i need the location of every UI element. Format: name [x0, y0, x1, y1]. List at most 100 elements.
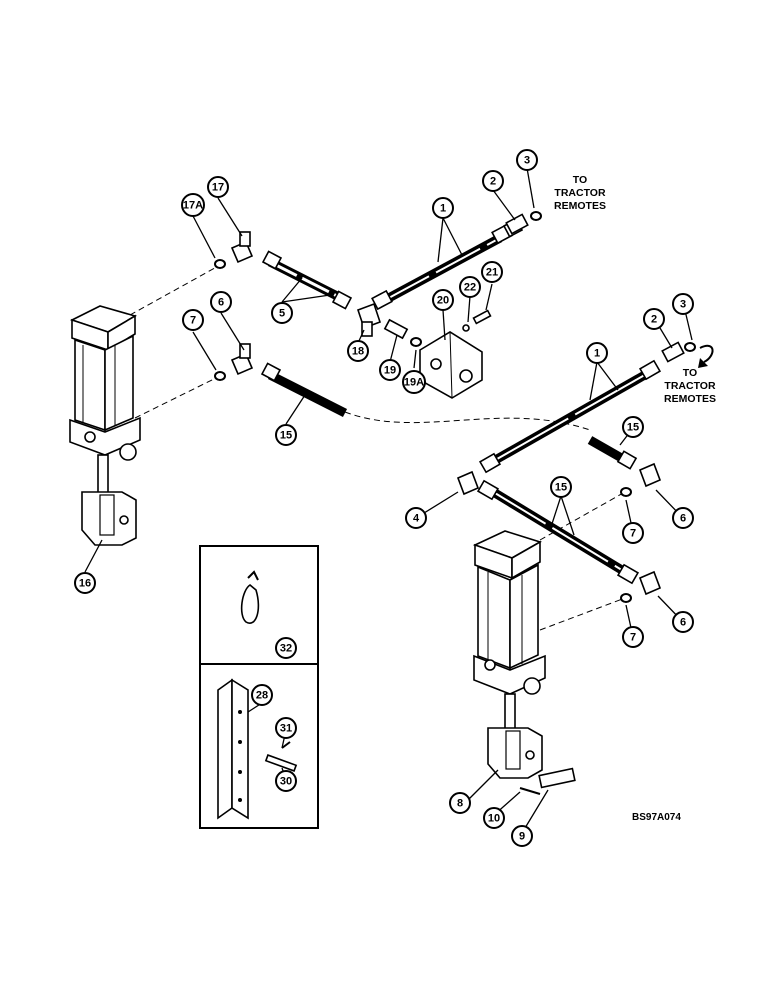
hoses-lower: [476, 359, 662, 585]
callout-circle: [275, 717, 297, 739]
callout-number: 1: [440, 203, 446, 215]
callout-4: 4: [405, 507, 427, 529]
callout-20: 20: [432, 289, 454, 311]
callout-number: 3: [524, 155, 530, 167]
callout-3: 3: [672, 293, 694, 315]
callout-circle: [405, 507, 427, 529]
callout-circle: [550, 476, 572, 498]
callout-17: 17: [207, 176, 229, 198]
callout-number: 16: [79, 578, 91, 590]
callout-31: 31: [275, 717, 297, 739]
callout-circle: [516, 149, 538, 171]
callout-number: 4: [413, 513, 420, 525]
callout-circle: [379, 359, 401, 381]
callout-15: 15: [275, 424, 297, 446]
callout-circle: [459, 276, 481, 298]
callout-number: 18: [352, 346, 364, 358]
callout-number: 7: [190, 315, 196, 327]
callout-number: 2: [490, 176, 496, 188]
callout-18: 18: [347, 340, 369, 362]
callout-number: 28: [256, 690, 268, 702]
callout-28: 28: [251, 684, 273, 706]
note-line-3: REMOTES: [664, 393, 716, 405]
callout-7: 7: [622, 626, 644, 648]
callout-19a: 19A: [402, 370, 426, 394]
callout-circle: [182, 309, 204, 331]
left-hydraulic-cylinder: [69, 305, 141, 546]
callout-17a: 17A: [181, 193, 205, 217]
callout-number: 5: [279, 308, 285, 320]
callout-circle: [181, 193, 205, 217]
callout-circle: [622, 626, 644, 648]
right-hydraulic-cylinder: [472, 530, 546, 779]
callout-number: 6: [680, 617, 686, 629]
callout-circle: [586, 342, 608, 364]
callout-number: 10: [488, 813, 500, 825]
callout-number: 7: [630, 528, 636, 540]
callout-number: 6: [218, 297, 224, 309]
callout-number: 21: [486, 267, 498, 279]
callout-circle: [275, 424, 297, 446]
callout-number: 17: [212, 182, 224, 194]
callout-8: 8: [449, 792, 471, 814]
callout-circle: [622, 522, 644, 544]
callout-22: 22: [459, 276, 481, 298]
callout-circle: [275, 770, 297, 792]
callout-number: 3: [680, 299, 686, 311]
callout-7: 7: [182, 309, 204, 331]
callout-6: 6: [672, 507, 694, 529]
callout-number: 32: [280, 643, 292, 655]
callout-number: 17A: [183, 200, 203, 212]
callout-circle: [432, 289, 454, 311]
callout-circle: [481, 261, 503, 283]
callout-1: 1: [432, 197, 454, 219]
callout-circle: [672, 611, 694, 633]
callout-10: 10: [483, 807, 505, 829]
note-line-2: TRACTOR: [554, 187, 606, 199]
note-line-1: TO: [683, 367, 697, 379]
callout-2: 2: [482, 170, 504, 192]
callout-number: 9: [519, 831, 525, 843]
callout-7: 7: [622, 522, 644, 544]
callout-circle: [210, 291, 232, 313]
callout-circle: [347, 340, 369, 362]
callout-5: 5: [271, 302, 293, 324]
callout-number: 19A: [404, 377, 424, 389]
callout-number: 7: [630, 632, 636, 644]
fittings: [214, 211, 714, 795]
callout-number: 31: [280, 723, 292, 735]
callout-2: 2: [643, 308, 665, 330]
callout-circle: [207, 176, 229, 198]
callout-circle: [643, 308, 665, 330]
callout-circle: [622, 416, 644, 438]
leader-lines: [84, 167, 693, 834]
callout-6: 6: [210, 291, 232, 313]
callout-circle: [251, 684, 273, 706]
callout-9: 9: [511, 825, 533, 847]
callout-15: 15: [622, 416, 644, 438]
callout-circle: [482, 170, 504, 192]
callout-6: 6: [672, 611, 694, 633]
note-tractor-remotes-right: TO TRACTOR REMOTES: [664, 367, 716, 405]
callout-number: 2: [651, 314, 657, 326]
callout-30: 30: [275, 770, 297, 792]
drawing-code: BS97A074: [632, 812, 681, 823]
callout-number: 22: [464, 282, 476, 294]
callout-circle: [74, 572, 96, 594]
callout-circle: [511, 825, 533, 847]
note-line-1: TO: [573, 174, 587, 186]
callout-circle: [432, 197, 454, 219]
callout-15: 15: [550, 476, 572, 498]
callout-number: 6: [680, 513, 686, 525]
callout-19: 19: [379, 359, 401, 381]
callout-number: 30: [280, 776, 292, 788]
callout-circle: [275, 637, 297, 659]
callout-number: 20: [437, 295, 449, 307]
callout-3: 3: [516, 149, 538, 171]
callout-number: 15: [627, 422, 639, 434]
callout-number: 15: [555, 482, 567, 494]
callout-circle: [449, 792, 471, 814]
note-line-2: TRACTOR: [664, 380, 716, 392]
